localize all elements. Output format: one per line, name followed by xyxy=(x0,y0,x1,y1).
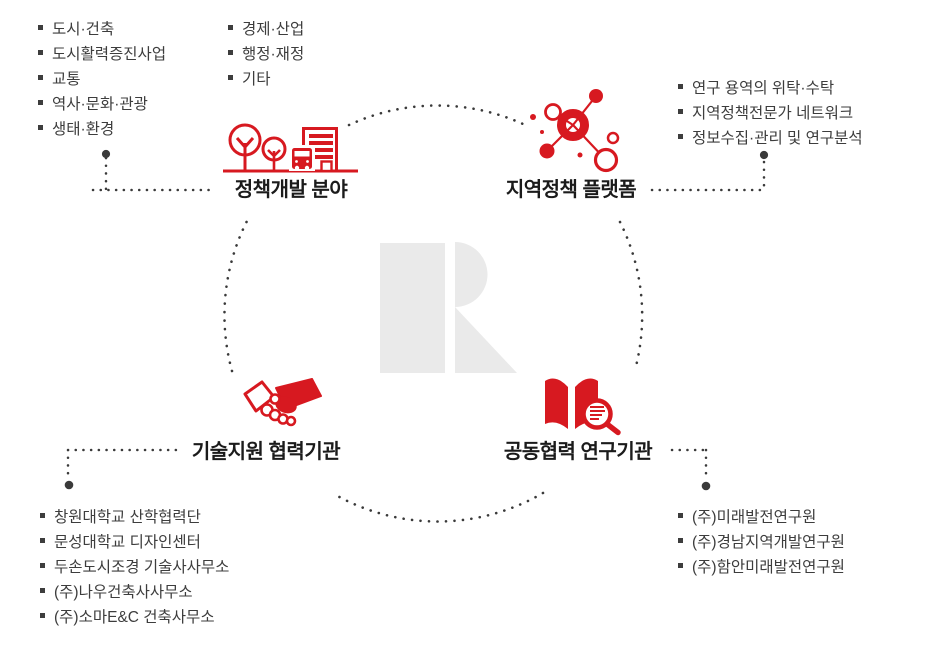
list-item-label: 지역정책전문가 네트워크 xyxy=(692,104,854,122)
list-item: (주)경남지역개발연구원 xyxy=(678,528,845,553)
list-item: (주)함안미래발전연구원 xyxy=(678,553,845,578)
list-item: 문성대학교 디자인센터 xyxy=(40,528,229,553)
connector-endpoint-dot xyxy=(701,481,711,491)
dotted-arc-right xyxy=(618,220,644,372)
connector-platform xyxy=(650,160,766,192)
list-item-label: 기타 xyxy=(242,70,271,88)
bullet-icon xyxy=(38,25,43,30)
bullet-icon xyxy=(678,84,683,89)
list-item-label: 창원대학교 산학협력단 xyxy=(54,508,201,526)
connector-endpoint-dot xyxy=(759,150,769,160)
bullet-icon xyxy=(38,100,43,105)
list-item: 연구 용역의 위탁·수탁 xyxy=(678,74,863,99)
list-item-label: (주)소마E&C 건축사무소 xyxy=(54,608,215,626)
list-item: 지역정책전문가 네트워크 xyxy=(678,99,863,124)
handshake-icon xyxy=(243,378,322,427)
node-label-policy-dev: 정책개발 분야 xyxy=(234,179,348,201)
connector-research xyxy=(670,448,708,479)
list-item: 교통 xyxy=(38,65,166,90)
list-item: 행정·재정 xyxy=(228,40,304,65)
bullet-icon xyxy=(228,75,233,80)
trees-bus-building-icon xyxy=(223,123,358,173)
list-item-label: 생태·환경 xyxy=(52,120,115,138)
node-label-platform: 지역정책 플랫폼 xyxy=(505,179,637,201)
tech-support-items: 창원대학교 산학협력단 문성대학교 디자인센터 두손도시조경 기술사사무소 (주… xyxy=(40,503,229,628)
list-item-label: 도시활력증진사업 xyxy=(52,45,167,63)
list-item-label: 문성대학교 디자인센터 xyxy=(54,533,201,551)
list-item: 창원대학교 산학협력단 xyxy=(40,503,229,528)
list-item-label: 연구 용역의 위탁·수탁 xyxy=(692,79,835,97)
book-magnifier-icon xyxy=(545,378,621,436)
bullet-icon xyxy=(228,25,233,30)
bullet-icon xyxy=(228,50,233,55)
list-item: 정보수집·관리 및 연구분석 xyxy=(678,124,863,149)
bullet-icon xyxy=(40,513,45,518)
list-item: 생태·환경 xyxy=(38,115,166,140)
r-logo-watermark xyxy=(380,242,517,373)
dotted-arc-bottom xyxy=(332,491,545,523)
list-item: 역사·문화·관광 xyxy=(38,90,166,115)
list-item-label: 정보수집·관리 및 연구분석 xyxy=(692,129,863,147)
list-item: (주)나우건축사사무소 xyxy=(40,578,229,603)
list-item-label: (주)미래발전연구원 xyxy=(692,508,817,526)
bullet-icon xyxy=(40,563,45,568)
list-item-label: 도시·건축 xyxy=(52,20,115,38)
bullet-icon xyxy=(678,134,683,139)
research-items: (주)미래발전연구원 (주)경남지역개발연구원 (주)함안미래발전연구원 xyxy=(678,503,845,578)
bullet-icon xyxy=(678,563,683,568)
list-item-label: 역사·문화·관광 xyxy=(52,95,148,113)
list-item-label: 경제·산업 xyxy=(242,20,305,38)
dotted-arc-top xyxy=(347,104,525,127)
list-item: 두손도시조경 기술사사무소 xyxy=(40,553,229,578)
network-nodes-icon xyxy=(530,89,620,173)
bullet-icon xyxy=(38,75,43,80)
connector-endpoint-dot xyxy=(64,480,74,490)
list-item: (주)미래발전연구원 xyxy=(678,503,845,528)
list-item-label: 두손도시조경 기술사사무소 xyxy=(54,558,230,576)
connector-policy-dev xyxy=(91,156,217,192)
policy-dev-items-col2: 경제·산업 행정·재정 기타 xyxy=(228,15,304,90)
list-item-label: 행정·재정 xyxy=(242,45,305,63)
list-item-label: (주)함안미래발전연구원 xyxy=(692,558,845,576)
bullet-icon xyxy=(40,588,45,593)
list-item-label: 교통 xyxy=(52,70,81,88)
bullet-icon xyxy=(38,50,43,55)
list-item: 도시활력증진사업 xyxy=(38,40,166,65)
node-label-tech-support: 기술지원 협력기관 xyxy=(191,441,341,463)
list-item: (주)소마E&C 건축사무소 xyxy=(40,603,229,628)
bullet-icon xyxy=(678,109,683,114)
connector-tech-support xyxy=(66,448,185,479)
bullet-icon xyxy=(40,538,45,543)
platform-items: 연구 용역의 위탁·수탁 지역정책전문가 네트워크 정보수집·관리 및 연구분석 xyxy=(678,74,863,149)
bullet-icon xyxy=(38,125,43,130)
bullet-icon xyxy=(678,513,683,518)
dotted-arc-left xyxy=(223,219,249,373)
list-item: 경제·산업 xyxy=(228,15,304,40)
bullet-icon xyxy=(678,538,683,543)
list-item: 기타 xyxy=(228,65,304,90)
list-item-label: (주)나우건축사사무소 xyxy=(54,583,193,601)
list-item: 도시·건축 xyxy=(38,15,166,40)
list-item-label: (주)경남지역개발연구원 xyxy=(692,533,845,551)
node-label-research: 공동협력 연구기관 xyxy=(503,441,653,463)
policy-dev-items-col1: 도시·건축 도시활력증진사업 교통 역사·문화·관광 생태·환경 xyxy=(38,15,166,140)
bullet-icon xyxy=(40,613,45,618)
connector-endpoint-dot xyxy=(101,149,111,159)
